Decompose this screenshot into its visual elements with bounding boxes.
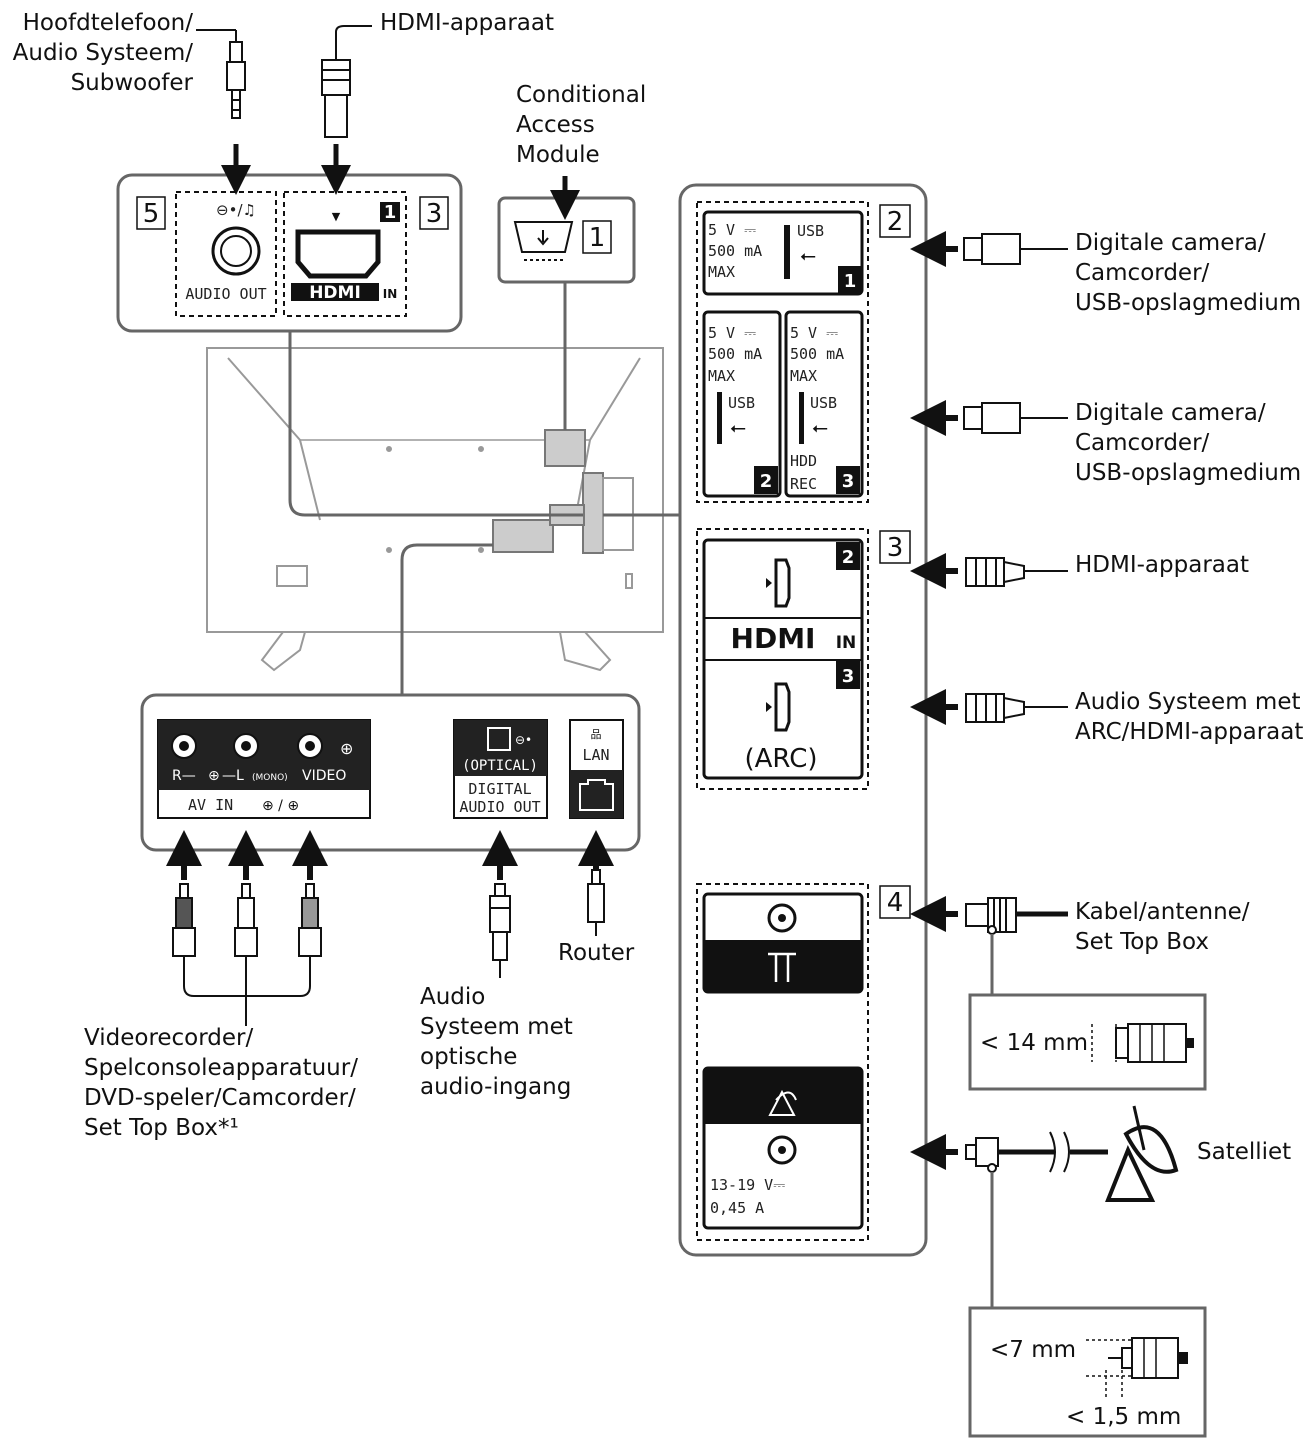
av-in-label: AV IN xyxy=(188,796,233,814)
label-optical-audio: Audio Systeem met optische audio-ingang xyxy=(420,984,573,1100)
audio-out-label: AUDIO OUT xyxy=(185,285,266,303)
hdmi-arc-label: (ARC) xyxy=(745,744,818,774)
label-hdmi2-device: HDMI-apparaat xyxy=(1075,552,1249,578)
usb3-spec-voltage: 5 V ⎓ xyxy=(790,324,838,342)
usb3-label: USB xyxy=(810,394,837,412)
hdmi-port-1-badge: 1 xyxy=(384,202,397,223)
label-usb23-devices: Digitale camera/ Camcorder/ USB-opslagme… xyxy=(1075,400,1302,486)
hdmi3-badge: 3 xyxy=(842,666,855,687)
svg-text:⊕ / ⊕: ⊕ / ⊕ xyxy=(262,798,299,814)
usb3-hdd: HDD xyxy=(790,452,817,470)
usb1-spec-current: 500 mA xyxy=(708,242,762,260)
usb-port-2: 5 V ⎓ 500 mA MAX USB ⭠ 2 xyxy=(702,310,782,498)
panel-bottom: ⊕ R— ⊕ —L (MONO) VIDEO AV IN ⊕ / ⊕ ⊖• (O… xyxy=(140,693,641,852)
headphone-plug-icon xyxy=(196,29,246,119)
panel-number-4: 4 xyxy=(887,888,904,918)
hdmi-in-side: IN xyxy=(836,633,857,653)
panel-number-5: 5 xyxy=(143,199,160,229)
hdmi-port-2-3: 2 HDMI IN 3 (ARC) xyxy=(702,538,864,780)
label-router: Router xyxy=(558,940,635,966)
hdmi-logo-side: HDMI xyxy=(731,622,816,655)
usb2-spec-current: 500 mA xyxy=(708,345,762,363)
measure-box-14mm: < 14 mm xyxy=(968,993,1207,1091)
audio-out-optical-label: AUDIO OUT xyxy=(459,798,540,816)
label-usb1-devices: Digitale camera/ Camcorder/ USB-opslagme… xyxy=(1075,230,1302,316)
digital-audio-out-port: ⊖• (OPTICAL) DIGITAL AUDIO OUT xyxy=(453,719,548,819)
usb-port-1: 5 V ⎓ 500 mA MAX USB ⭠ 1 xyxy=(702,210,864,296)
hdmi-plug-top-icon xyxy=(321,25,372,138)
usb2-badge: 2 xyxy=(760,471,773,492)
antenna-icon xyxy=(768,952,796,982)
label-cam: Conditional Access Module xyxy=(516,82,647,168)
hdmi-in-top: IN xyxy=(383,287,398,301)
svg-text:⊕: ⊕ xyxy=(208,768,220,784)
sat-spec-voltage: 13-19 V⎓ xyxy=(710,1176,785,1194)
optical-label: (OPTICAL) xyxy=(462,758,538,774)
satellite-dish-icon xyxy=(1105,1105,1179,1202)
antenna-port xyxy=(702,892,864,994)
av-video-label: VIDEO xyxy=(302,768,346,784)
usb3-spec-max: MAX xyxy=(790,367,817,385)
av-l-label: —L xyxy=(222,768,244,784)
svg-text:⊖•/♫: ⊖•/♫ xyxy=(216,201,256,219)
digital-label: DIGITAL xyxy=(468,780,531,798)
panel-number-3: 3 xyxy=(426,199,443,229)
connector-lines xyxy=(288,282,680,695)
av-in-port: ⊕ R— ⊕ —L (MONO) VIDEO AV IN ⊕ / ⊕ xyxy=(157,719,371,819)
measure-box-7mm: <7 mm < 1,5 mm xyxy=(968,1306,1207,1438)
tv-rear-view xyxy=(206,347,664,672)
measure-14mm: < 14 mm xyxy=(980,1030,1088,1056)
panel-number-3-side: 3 xyxy=(887,533,904,563)
hdmi-port-1: ▼ 1 HDMI IN xyxy=(291,200,401,305)
svg-text:⊖•: ⊖• xyxy=(515,733,532,747)
measure-7mm: <7 mm xyxy=(990,1337,1076,1363)
audio-out-port: ⊖•/♫ AUDIO OUT xyxy=(185,201,266,303)
usb2-label: USB xyxy=(728,394,755,412)
panel-number-1: 1 xyxy=(589,223,606,253)
av-r-label: R— xyxy=(172,768,196,784)
right-side-plugs xyxy=(910,231,1108,1308)
panel-audio-hdmi: 5 3 ⊖•/♫ AUDIO OUT ▼ 1 HDMI IN xyxy=(116,173,463,333)
sat-spec-current: 0,45 A xyxy=(710,1199,764,1217)
av-mono-label: (MONO) xyxy=(252,773,288,783)
panel-side: 2 5 V ⎓ 500 mA MAX USB ⭠ 1 5 V ⎓ 500 mA … xyxy=(678,183,928,1257)
usb1-spec-voltage: 5 V ⎓ xyxy=(708,221,756,239)
usb-trident-icon: ⭠ xyxy=(812,415,828,439)
hdmi-logo-top: HDMI xyxy=(309,283,361,303)
label-headphones: Hoofdtelefoon/ Audio Systeem/ Subwoofer xyxy=(12,10,193,96)
usb-trident-icon: ⭠ xyxy=(730,415,746,439)
satellite-port: 13-19 V⎓ 0,45 A xyxy=(702,1066,864,1230)
usb3-rec: REC xyxy=(790,475,817,493)
panel-cam: 1 xyxy=(497,196,636,284)
usb2-spec-max: MAX xyxy=(708,367,735,385)
label-av-devices: Videorecorder/ Spelconsoleapparatuur/ DV… xyxy=(84,1025,358,1141)
label-cable-antenna: Kabel/antenne/ Set Top Box xyxy=(1075,899,1250,955)
usb3-badge: 3 xyxy=(842,471,855,492)
usb1-badge: 1 xyxy=(844,271,857,292)
usb3-spec-current: 500 mA xyxy=(790,345,844,363)
lan-label: LAN xyxy=(582,746,609,764)
satellite-dish-icon xyxy=(768,1089,797,1116)
usb-trident-icon: ⭠ xyxy=(800,243,816,267)
av-input-icon: ⊕ xyxy=(340,739,353,758)
svg-text:▼: ▼ xyxy=(332,210,341,223)
usb2-spec-voltage: 5 V ⎓ xyxy=(708,324,756,342)
label-satellite: Satelliet xyxy=(1197,1139,1292,1165)
usb1-spec-max: MAX xyxy=(708,263,735,281)
lan-port: 品 LAN xyxy=(569,719,624,819)
network-icon: 品 xyxy=(591,728,602,741)
measure-1-5mm: < 1,5 mm xyxy=(1066,1404,1181,1430)
usb1-label: USB xyxy=(797,222,824,240)
label-hdmi3-device: Audio Systeem met ARC/HDMI-apparaat xyxy=(1075,689,1304,745)
panel-number-2: 2 xyxy=(887,207,904,237)
label-hdmi-top: HDMI-apparaat xyxy=(380,10,554,36)
usb-port-3: 5 V ⎓ 500 mA MAX USB ⭠ HDD REC 3 xyxy=(784,310,864,498)
hdmi2-badge: 2 xyxy=(842,547,855,568)
bottom-plugs xyxy=(166,830,614,1026)
